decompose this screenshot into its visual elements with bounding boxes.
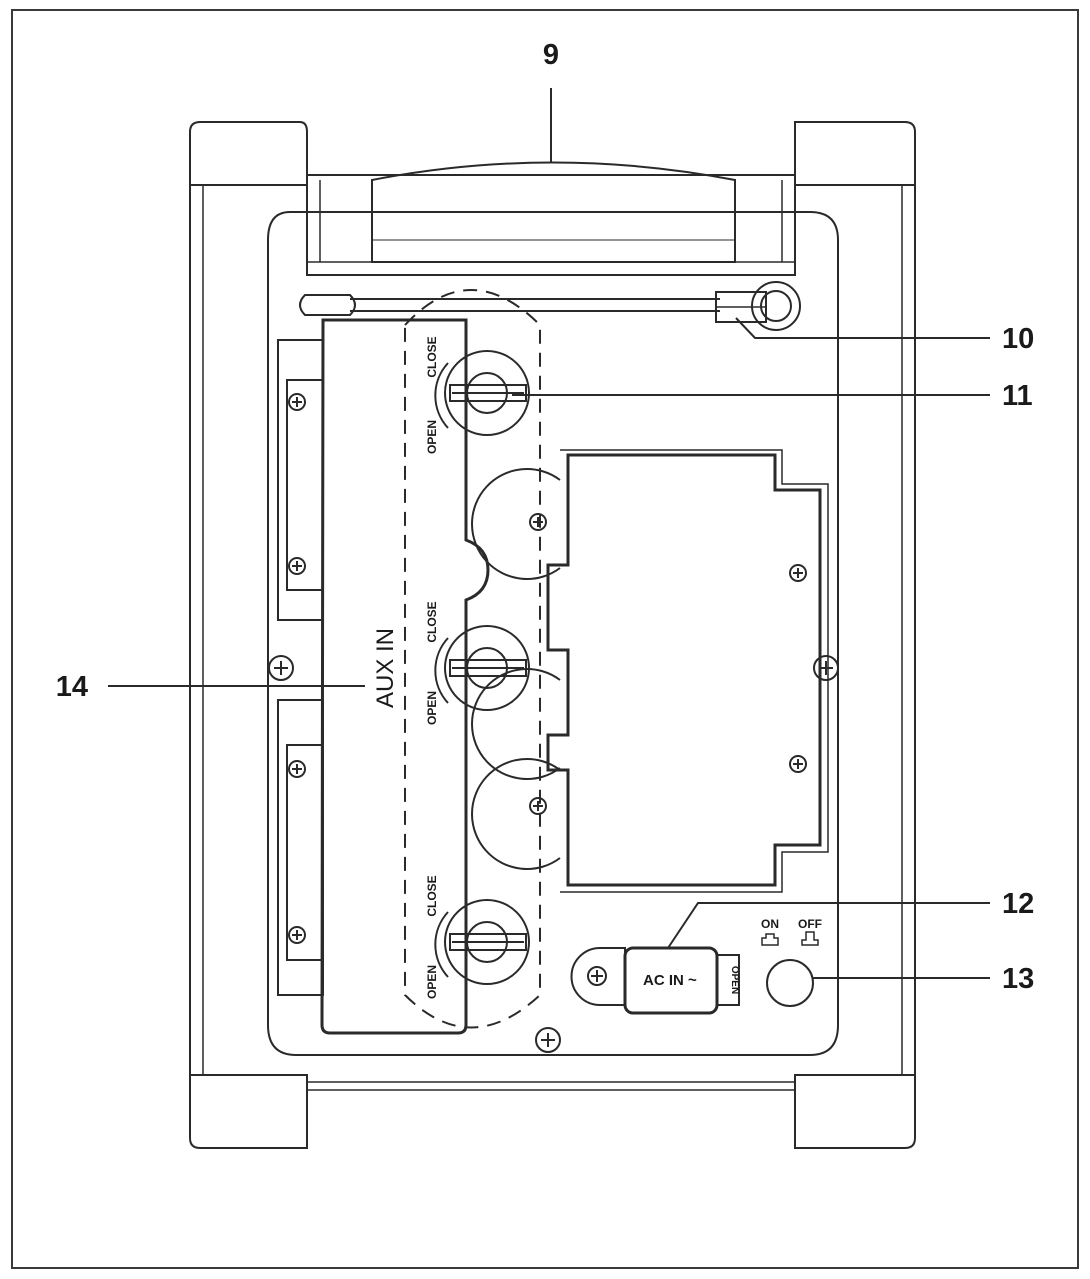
battery-compartment-cover	[471, 449, 839, 893]
open-label: OPEN	[425, 965, 439, 999]
open-label: OPEN	[425, 420, 439, 454]
callout-9: 9	[543, 39, 559, 71]
screw-icon	[288, 557, 306, 575]
power-switch: ON OFF	[761, 917, 822, 1007]
open-label: OPEN	[425, 691, 439, 725]
close-label: CLOSE	[425, 875, 439, 916]
screw-icon	[789, 564, 807, 582]
callout-12: 12	[1002, 888, 1034, 920]
screw-icon	[288, 760, 306, 778]
ac-in-label: AC IN ~	[643, 972, 697, 989]
ac-open-label: OPEN	[729, 966, 740, 994]
callout-14: 14	[56, 671, 88, 703]
carry-handle	[306, 161, 796, 276]
off-label: OFF	[798, 917, 822, 931]
lock-knob-top: CLOSE OPEN	[425, 336, 530, 454]
switch-down-icon	[801, 931, 819, 946]
screw-icon	[288, 926, 306, 944]
antenna	[299, 281, 801, 331]
aux-in-label: AUX IN	[372, 628, 399, 708]
speaker-cabinet	[189, 121, 916, 1149]
callout-10: 10	[1002, 323, 1034, 355]
screw-icon	[268, 655, 294, 681]
leader-lines	[108, 88, 990, 979]
left-hinge-rails	[268, 339, 324, 996]
figure-frame	[11, 9, 1079, 1269]
aux-in-compartment-door: AUX IN	[320, 289, 541, 1035]
switch-up-icon	[761, 933, 779, 946]
ac-input-connector: AC IN ~ OPEN	[570, 946, 740, 1015]
screw-icon	[813, 655, 839, 681]
screw-icon	[529, 797, 547, 815]
close-label: CLOSE	[425, 336, 439, 377]
screw-icon	[587, 966, 607, 986]
callout-13: 13	[1002, 963, 1034, 995]
lock-knob-middle: CLOSE OPEN	[425, 601, 530, 725]
screw-icon	[789, 755, 807, 773]
callout-11: 11	[1002, 380, 1033, 412]
screw-icon	[529, 513, 547, 531]
lock-knob-bottom: CLOSE OPEN	[425, 875, 530, 999]
screw-icon	[288, 393, 306, 411]
close-label: CLOSE	[425, 601, 439, 642]
on-label: ON	[761, 917, 779, 931]
screw-icon	[535, 1027, 561, 1053]
